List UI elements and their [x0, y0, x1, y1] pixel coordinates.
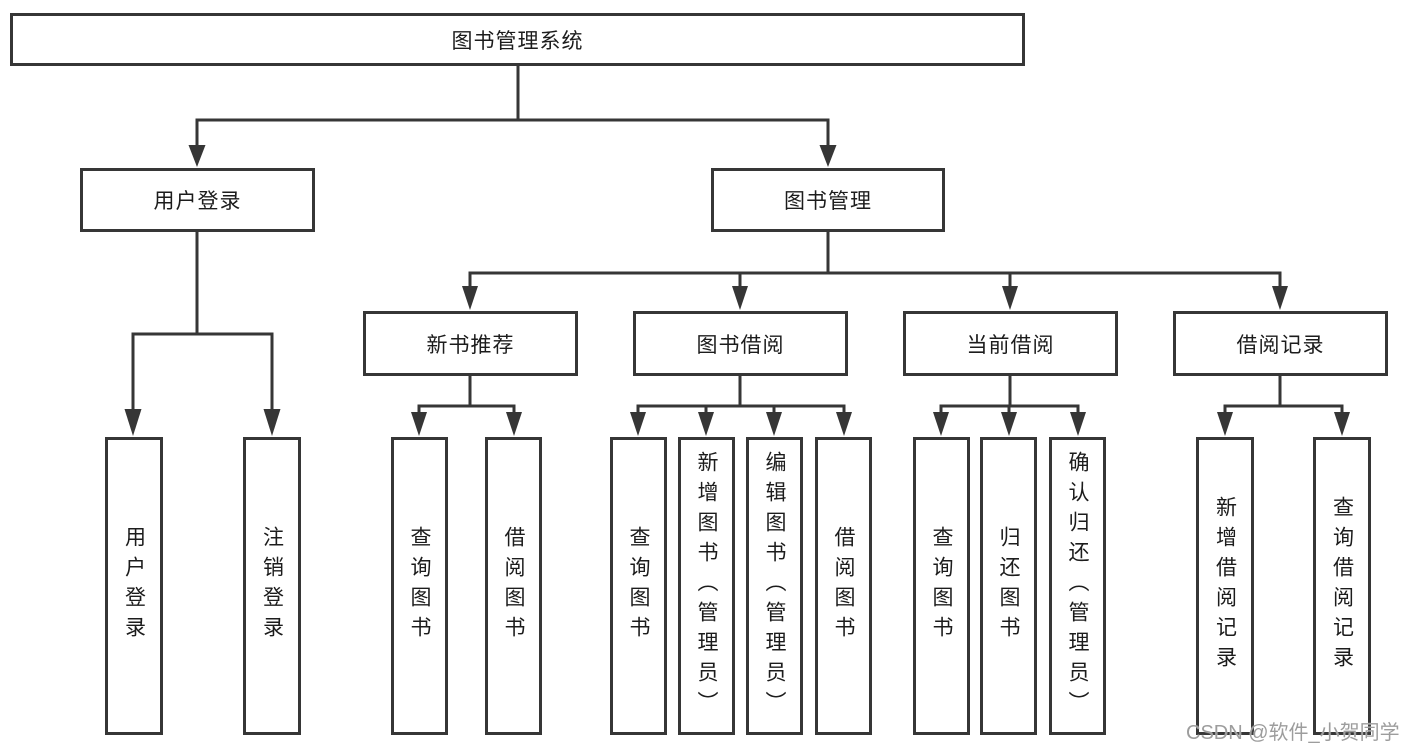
leaf-query-borrow-record: 查询借阅记录: [1313, 437, 1371, 735]
node-new-book-rec: 新书推荐: [363, 311, 578, 376]
node-label: 归还图书: [997, 526, 1020, 646]
leaf-query-book-1: 查询图书: [391, 437, 448, 735]
leaf-user-login: 用户登录: [105, 437, 163, 735]
leaf-borrow-book-1: 借阅图书: [485, 437, 542, 735]
node-book-mgmt: 图书管理: [711, 168, 945, 232]
leaf-query-book-2: 查询图书: [610, 437, 667, 735]
connector-user-login-to-leaves: [124, 232, 281, 436]
node-label: 查询图书: [408, 526, 431, 646]
node-label: 编辑图书（管理员）: [763, 451, 786, 721]
leaf-add-borrow-record: 新增借阅记录: [1196, 437, 1254, 735]
leaf-borrow-book-2: 借阅图书: [815, 437, 872, 735]
node-current-borrow: 当前借阅: [903, 311, 1118, 376]
node-book-borrow: 图书借阅: [633, 311, 848, 376]
node-label: 借阅记录: [1236, 333, 1325, 357]
node-label: 借阅图书: [832, 526, 855, 646]
csdn-watermark: CSDN @软件_小贺同学: [1186, 722, 1400, 744]
connector-root-to-level2: [188, 64, 837, 167]
node-label: 新增借阅记录: [1213, 496, 1237, 676]
connector-new-book-rec-to-leaves: [411, 376, 522, 436]
node-label: 借阅图书: [502, 526, 525, 646]
leaf-query-book-3: 查询图书: [913, 437, 970, 735]
node-label: 图书借阅: [696, 333, 785, 357]
leaf-logout: 注销登录: [243, 437, 301, 735]
leaf-edit-book-admin: 编辑图书（管理员）: [746, 437, 803, 735]
connector-book-mgmt-to-level3: [462, 232, 1288, 310]
node-label: 查询图书: [930, 526, 953, 646]
node-label: 新增图书（管理员）: [695, 451, 718, 721]
node-label: 图书管理: [784, 190, 872, 213]
node-borrow-record: 借阅记录: [1173, 311, 1388, 376]
connector-borrow-record-to-leaves: [1217, 376, 1350, 436]
connector-current-borrow-to-leaves: [933, 376, 1086, 436]
leaf-confirm-return-admin: 确认归还（管理员）: [1049, 437, 1106, 735]
node-label: 查询图书: [627, 526, 650, 646]
node-label: 新书推荐: [426, 333, 515, 357]
connector-book-borrow-to-leaves: [630, 376, 852, 436]
node-label: 用户登录: [122, 526, 146, 646]
node-label: 查询借阅记录: [1330, 496, 1354, 676]
node-label: 确认归还（管理员）: [1066, 451, 1089, 721]
node-user-login: 用户登录: [80, 168, 315, 232]
node-label: 图书管理系统: [451, 29, 584, 53]
node-root-system: 图书管理系统: [10, 13, 1025, 66]
node-label: 用户登录: [153, 190, 242, 213]
leaf-add-book-admin: 新增图书（管理员）: [678, 437, 735, 735]
node-label: 注销登录: [260, 526, 284, 646]
node-label: 当前借阅: [966, 333, 1055, 357]
leaf-return-book: 归还图书: [980, 437, 1037, 735]
